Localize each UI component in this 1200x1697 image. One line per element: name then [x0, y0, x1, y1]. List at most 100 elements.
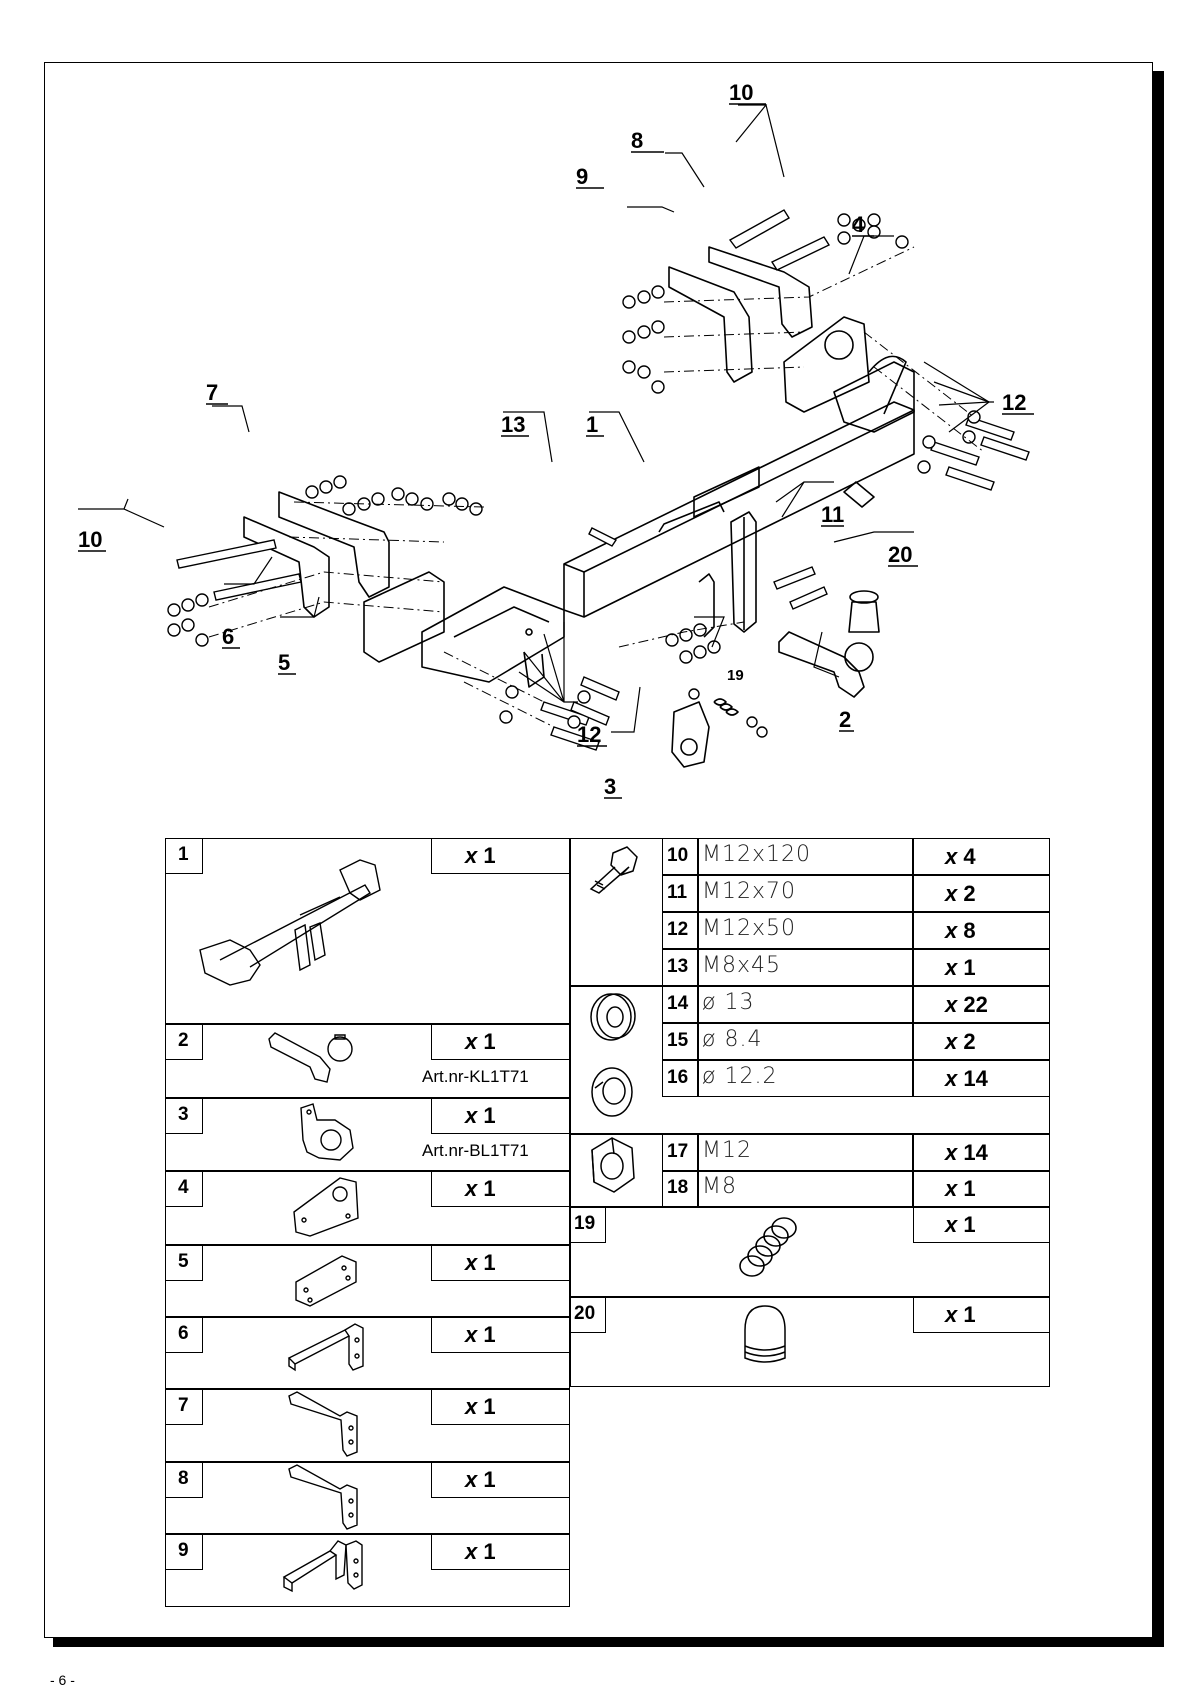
part-7-qty: x 1	[465, 1394, 496, 1419]
flat-plate-icon	[295, 1255, 357, 1307]
callout-1: 1	[586, 412, 598, 437]
assembly-lines	[208, 246, 985, 728]
tow-ball-drawing	[778, 590, 880, 698]
part-14-number-box	[662, 986, 698, 1023]
part-19-number: 19	[574, 1213, 596, 1234]
part-20-qty: x 1	[945, 1302, 976, 1327]
part-18-number-box	[662, 1171, 698, 1207]
callout-3: 3	[604, 774, 616, 799]
part-14-spec-box	[698, 986, 913, 1023]
part-12-number: 12	[667, 919, 689, 940]
callout-11: 11	[821, 502, 844, 527]
part-9-number: 9	[178, 1540, 189, 1561]
part-6-qty: x 1	[465, 1322, 496, 1347]
part-4-qty: x 1	[465, 1176, 496, 1201]
spring-19-drawing	[713, 698, 739, 716]
exploded-assembly-diagram: 10 8 9 4 7 12 13 1 11 10 20 6 5 19 2 12 …	[78, 80, 1034, 799]
callout-12-right: 12	[1002, 390, 1026, 415]
part-14-qty: x 22	[945, 992, 988, 1017]
part-12-spec: M12x50	[702, 916, 796, 941]
towbar-beam-icon	[199, 859, 381, 986]
callout-19: 19	[727, 667, 744, 684]
bracket-9-icon	[282, 1540, 363, 1593]
part-3-cell	[165, 1098, 570, 1171]
part-18-spec: M8	[702, 1174, 737, 1199]
part-13-spec: M8x45	[702, 953, 781, 978]
bracket-9-drawing	[668, 266, 753, 383]
bracket-8-icon	[288, 1464, 358, 1530]
part-2-number-box	[165, 1024, 203, 1060]
plate-5-drawing	[363, 571, 445, 663]
part-19-number-box	[570, 1207, 606, 1243]
page-number: - 6 -	[50, 1672, 75, 1688]
part-13-number-box	[662, 949, 698, 986]
part-1-qty-box	[431, 838, 570, 874]
part-14-qty-box	[913, 986, 1050, 1023]
part-5-qty-box	[431, 1245, 570, 1281]
callout-5: 5	[278, 650, 290, 675]
part-12-spec-box	[698, 912, 913, 949]
part-7-number-box	[165, 1389, 203, 1425]
part-10-spec-box	[698, 838, 913, 875]
part-16-spec-box	[698, 1060, 913, 1097]
callout-9: 9	[576, 164, 588, 189]
part-8-number: 8	[178, 1468, 189, 1489]
part-13-qty: x 1	[945, 955, 976, 980]
part-12-number-box	[662, 912, 698, 949]
part-15-number-box	[662, 1023, 698, 1060]
part-2-article-number: Art.nr-KL1T71	[422, 1067, 529, 1086]
part-5-number-box	[165, 1245, 203, 1281]
part-3-number: 3	[178, 1104, 189, 1125]
tow-ball-icon	[268, 1032, 353, 1083]
callout-6: 6	[222, 624, 234, 649]
part-10-qty-box	[913, 838, 1050, 875]
part-9-number-box	[165, 1534, 203, 1570]
part-3-qty-box	[431, 1098, 570, 1134]
part-3-qty: x 1	[465, 1103, 496, 1128]
part-7-number: 7	[178, 1395, 189, 1416]
side-plate-icon	[293, 1177, 359, 1237]
part-19-qty: x 1	[945, 1212, 976, 1237]
part-5-qty: x 1	[465, 1250, 496, 1275]
part-3-number-box	[165, 1098, 203, 1134]
part-6-number-box	[165, 1317, 203, 1353]
part-1-number: 1	[178, 844, 189, 865]
plate-4-drawing	[783, 316, 870, 413]
part-9-qty: x 1	[465, 1539, 496, 1564]
spring-icon	[739, 1217, 797, 1277]
part-10-qty: x 4	[945, 844, 976, 869]
part-13-qty-box	[913, 949, 1050, 986]
part-4-number-box	[165, 1171, 203, 1207]
callout-20: 20	[888, 542, 912, 567]
part-6-qty-box	[431, 1317, 570, 1353]
callout-13: 13	[501, 412, 525, 437]
part-4-qty-box	[431, 1171, 570, 1207]
part-17-qty-box	[913, 1134, 1050, 1171]
spring-washer-icon	[591, 1067, 633, 1117]
part-14-spec: ø 13	[702, 990, 755, 1015]
socket-plate-drawing	[671, 701, 710, 768]
part-19-qty-box	[913, 1207, 1050, 1243]
part-3-article-number: Art.nr-BL1T71	[422, 1141, 529, 1160]
part-4-number: 4	[178, 1177, 189, 1198]
callout-8: 8	[631, 128, 643, 153]
part-18-number: 18	[667, 1177, 689, 1198]
socket-plate-icon	[300, 1103, 354, 1161]
callout-10-left: 10	[78, 527, 102, 552]
part-7-qty-box	[431, 1389, 570, 1425]
part-10-spec: M12x120	[702, 842, 811, 867]
part-15-spec-box	[698, 1023, 913, 1060]
callout-12-bottom: 12	[577, 722, 601, 747]
part-16-number: 16	[667, 1067, 689, 1088]
part-13-number: 13	[667, 956, 689, 977]
part-10-number-box	[662, 838, 698, 875]
part-17-qty: x 14	[945, 1140, 988, 1165]
part-14-number: 14	[667, 993, 689, 1014]
callout-4: 4	[852, 212, 865, 237]
part-1-number-box	[165, 838, 203, 874]
part-20-number-box	[570, 1297, 606, 1333]
part-11-qty-box	[913, 875, 1050, 912]
part-17-number: 17	[667, 1141, 689, 1162]
part-1-qty: x 1	[465, 843, 496, 868]
part-17-spec-box	[698, 1134, 913, 1171]
